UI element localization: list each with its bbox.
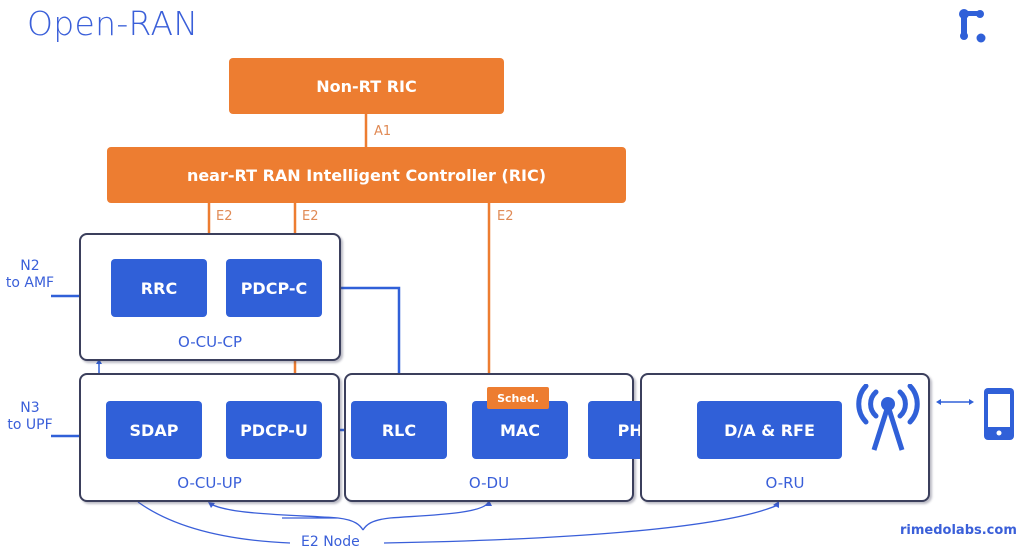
near-rt-ric-label: near-RT RAN Intelligent Controller (RIC): [186, 165, 547, 185]
footer-site-link[interactable]: rimedolabs.com: [900, 523, 1017, 538]
n3-label: N3 to UPF: [2, 400, 58, 434]
e2-label-du: E2: [497, 209, 514, 224]
pdcp-u-block[interactable]: PDCP-U: [226, 401, 322, 459]
e2-node-brace: [210, 502, 489, 531]
sdap-label: SDAP: [129, 420, 179, 440]
mac-label: MAC: [499, 420, 541, 440]
ue-link-arrow-left: [936, 399, 941, 405]
near-rt-ric-box[interactable]: near-RT RAN Intelligent Controller (RIC): [107, 147, 626, 203]
n2-label: N2 to AMF: [2, 258, 58, 292]
rlc-label: RLC: [381, 420, 417, 440]
o-ru-label: O-RU: [765, 474, 805, 492]
pdcp-c-block[interactable]: PDCP-C: [226, 259, 322, 317]
o-du-label: O-DU: [468, 474, 510, 492]
sdap-block[interactable]: SDAP: [106, 401, 202, 459]
sched-badge: Sched.: [487, 387, 549, 409]
smartphone-icon: [984, 388, 1014, 440]
page-title: Open-RAN: [27, 4, 199, 43]
cu-up-cp-arrowhead: [96, 359, 102, 364]
e2-node-label: E2 Node: [297, 534, 364, 550]
rrc-label: RRC: [140, 278, 178, 298]
antenna-tower-icon: [856, 384, 920, 451]
pdcp-c-label: PDCP-C: [240, 278, 308, 298]
e2-label-cu-cp: E2: [216, 209, 233, 224]
e2-brace-arrow-right: [485, 500, 492, 506]
o-cu-cp-label: O-CU-CP: [177, 333, 243, 351]
o-cu-up-label: O-CU-UP: [177, 474, 242, 492]
pdcpc-rlc-link: [322, 286, 401, 402]
da-rfe-block[interactable]: D/A & RFE: [697, 401, 842, 459]
e2-node-curve-ru: [383, 504, 779, 544]
a1-label: A1: [374, 124, 392, 139]
da-rfe-label: D/A & RFE: [724, 420, 815, 440]
pdcp-u-label: PDCP-U: [240, 420, 308, 440]
n2-interface: N2: [20, 258, 40, 274]
non-rt-ric-box[interactable]: Non-RT RIC: [229, 58, 504, 114]
e2-brace-arrow-left: [208, 502, 215, 508]
rlc-block[interactable]: RLC: [351, 401, 447, 459]
e2-label-cu-up: E2: [302, 209, 319, 224]
ue-link-arrow-right: [969, 399, 974, 405]
non-rt-ric-label: Non-RT RIC: [316, 76, 417, 96]
n3-interface: N3: [20, 400, 40, 416]
n2-target: to AMF: [5, 275, 55, 291]
mac-block[interactable]: MAC: [472, 401, 568, 459]
rrc-block[interactable]: RRC: [111, 259, 207, 317]
n3-target: to UPF: [7, 417, 53, 433]
e2-ru-arrow: [773, 501, 779, 508]
e2-node-curve-cu-up: [137, 501, 291, 544]
rimedo-logo-icon: [959, 9, 986, 43]
